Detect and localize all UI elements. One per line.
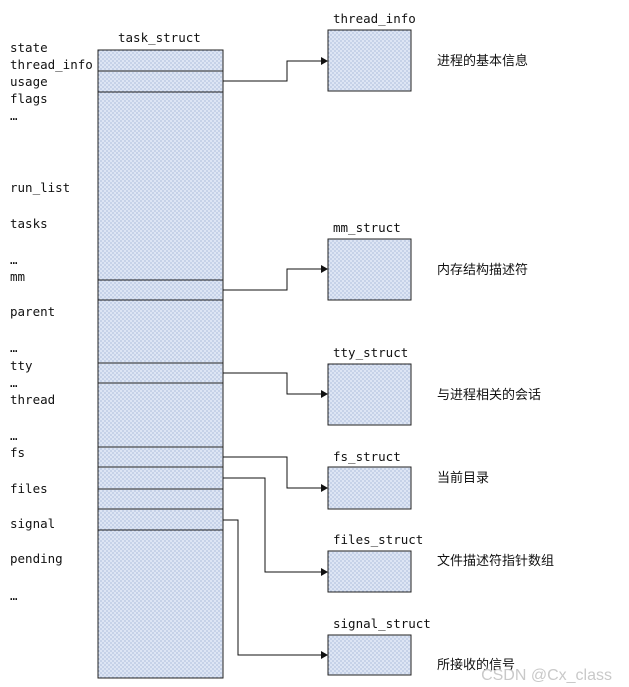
struct-title: thread_info	[333, 11, 416, 26]
field-label-thread: thread	[10, 392, 55, 407]
struct-box	[327, 238, 412, 301]
field-label-tty: tty	[10, 358, 33, 373]
field-label-mm: mm	[10, 269, 25, 284]
struct-title: files_struct	[333, 532, 423, 547]
watermark: CSDN @Cx_class	[481, 667, 612, 684]
connector-fs	[223, 456, 321, 489]
struct-description: 进程的基本信息	[437, 53, 528, 69]
field-label-ellipsis: …	[10, 428, 18, 443]
connector-files	[223, 477, 321, 573]
struct-description: 与进程相关的会话	[437, 387, 541, 403]
task-struct-box	[97, 49, 224, 679]
struct-mm-struct: mm_struct 内存结构描述符	[327, 220, 528, 301]
field-label-ellipsis: …	[10, 252, 18, 267]
struct-tty-struct: tty_struct 与进程相关的会话	[327, 345, 541, 426]
connector-tty	[223, 372, 321, 395]
field-label-parent: parent	[10, 304, 55, 319]
arrowhead	[321, 651, 328, 659]
struct-files-struct: files_struct 文件描述符指针数组	[327, 532, 554, 593]
arrowhead	[321, 57, 328, 65]
task-struct-title: task_struct	[118, 30, 201, 45]
field-label-tasks: tasks	[10, 216, 48, 231]
field-label-thread-info: thread_info	[10, 57, 93, 72]
field-label-ellipsis: …	[10, 108, 18, 123]
field-label-files: files	[10, 481, 48, 496]
pointer-connectors	[223, 57, 328, 659]
field-label-run-list: run_list	[10, 180, 70, 195]
field-labels: state thread_info usage flags … run_list…	[10, 40, 93, 603]
struct-title: tty_struct	[333, 345, 408, 360]
arrowhead	[321, 484, 328, 492]
struct-fs-struct: fs_struct 当前目录	[327, 449, 489, 510]
struct-description: 当前目录	[437, 470, 489, 486]
field-label-ellipsis: …	[10, 375, 18, 390]
arrowhead	[321, 265, 328, 273]
struct-box	[327, 363, 412, 426]
field-label-pending: pending	[10, 551, 63, 566]
struct-box	[327, 634, 412, 676]
arrowhead	[321, 390, 328, 398]
row-files	[97, 488, 224, 510]
struct-description: 所接收的信号	[437, 657, 515, 673]
struct-title: signal_struct	[333, 616, 431, 631]
struct-title: fs_struct	[333, 449, 401, 464]
field-label-ellipsis: …	[10, 340, 18, 355]
struct-thread-info: thread_info 进程的基本信息	[327, 11, 528, 92]
struct-title: mm_struct	[333, 220, 401, 235]
connector-signal	[223, 519, 321, 656]
arrowhead	[321, 568, 328, 576]
struct-description: 文件描述符指针数组	[437, 553, 554, 569]
field-label-state: state	[10, 40, 48, 55]
struct-description: 内存结构描述符	[437, 262, 528, 278]
field-label-flags: flags	[10, 91, 48, 106]
field-label-ellipsis: …	[10, 588, 18, 603]
field-label-fs: fs	[10, 445, 25, 460]
field-label-usage: usage	[10, 74, 48, 89]
field-label-signal: signal	[10, 516, 55, 531]
struct-box	[327, 29, 412, 92]
connector-thread-info	[223, 60, 321, 82]
connector-mm	[223, 268, 321, 291]
struct-box	[327, 550, 412, 593]
struct-box	[327, 466, 412, 510]
